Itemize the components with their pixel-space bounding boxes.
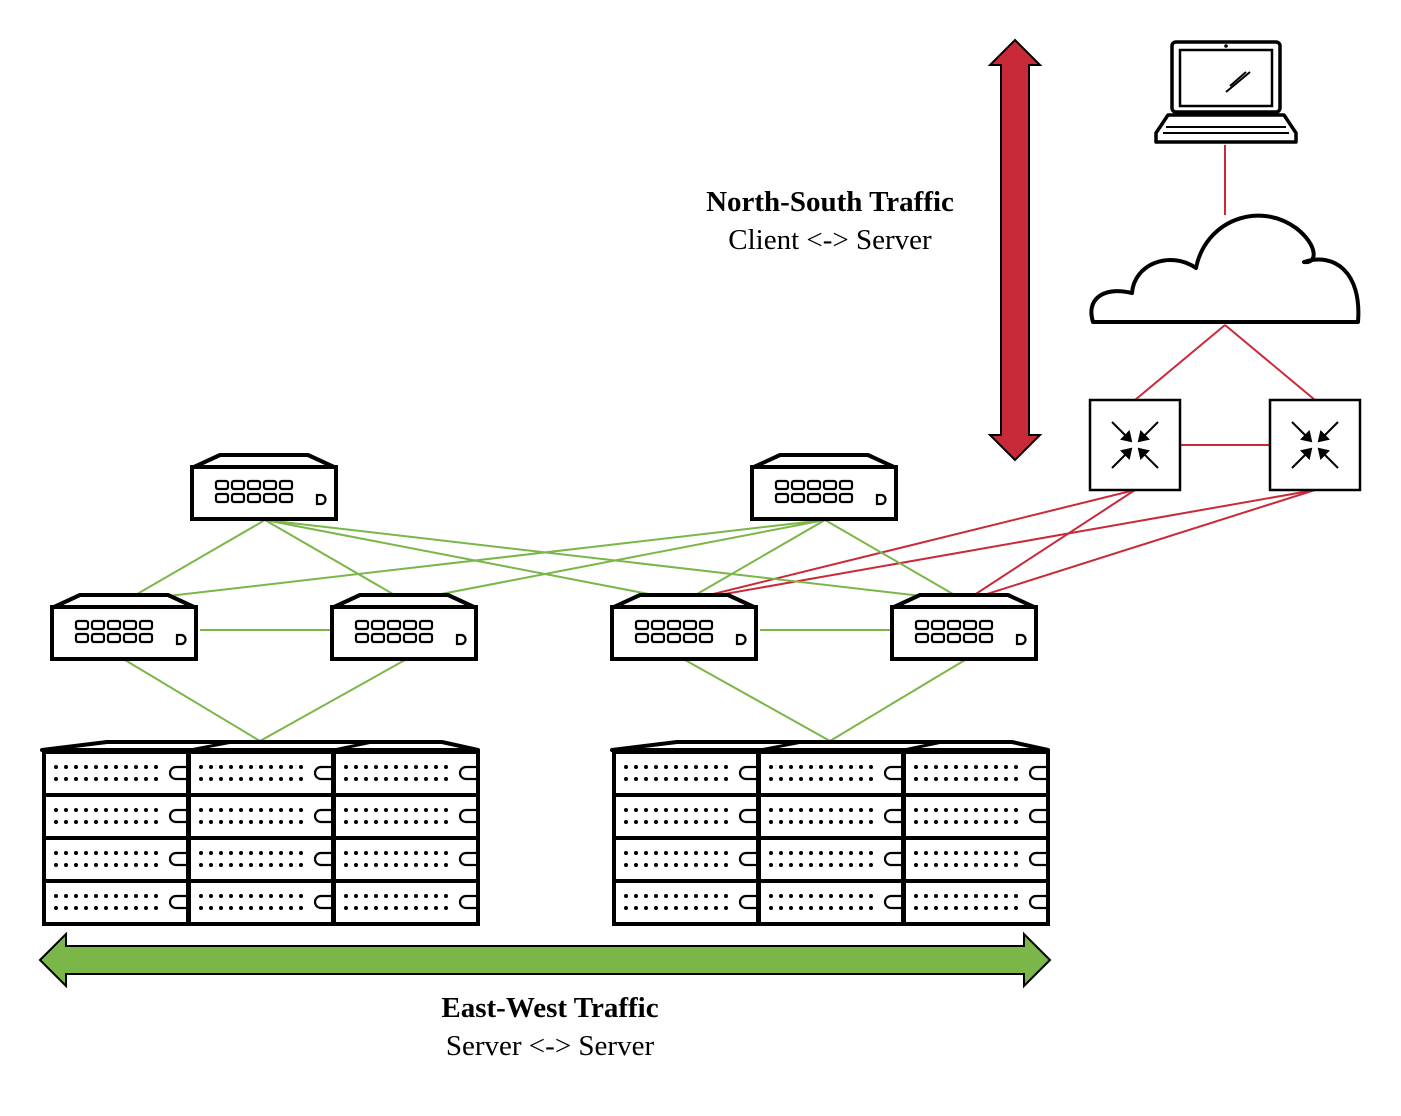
- east-west-title: East-West Traffic: [441, 992, 659, 1024]
- switch-icon: [610, 593, 758, 661]
- server-rack-icon: [42, 742, 478, 924]
- switch-icon: [750, 453, 898, 521]
- cloud-icon: [1089, 213, 1361, 324]
- north-south-label: North-South Traffic Client <-> Server: [630, 183, 1030, 259]
- north-south-title: North-South Traffic: [706, 186, 954, 218]
- router-icon: [1088, 398, 1182, 492]
- switch-icon: [330, 593, 478, 661]
- switch-icon: [190, 453, 338, 521]
- server-rack-icon: [612, 742, 1048, 924]
- switch-icon: [50, 593, 198, 661]
- north-south-arrow: [987, 38, 1043, 462]
- router-icon: [1268, 398, 1362, 492]
- north-south-subtitle: Client <-> Server: [728, 224, 932, 256]
- east-west-subtitle: Server <-> Server: [445, 1030, 655, 1062]
- laptop-icon: [1154, 40, 1298, 144]
- east-west-arrow: [38, 931, 1052, 989]
- east-west-links: [124, 519, 966, 742]
- switch-icon: [890, 593, 1038, 661]
- east-west-label: East-West Traffic Server <-> Server: [350, 989, 750, 1065]
- north-south-links: [684, 145, 1316, 602]
